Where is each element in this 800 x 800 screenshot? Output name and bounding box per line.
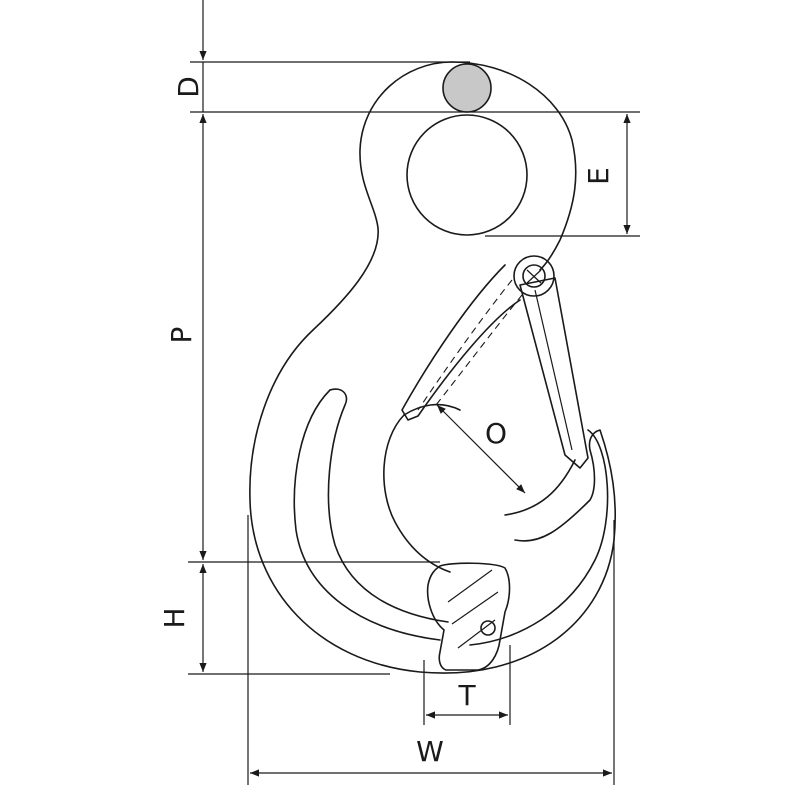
hook-outline	[249, 61, 617, 674]
ring-section	[442, 63, 492, 113]
section-notch	[480, 620, 496, 636]
section-outline	[426, 562, 511, 671]
throat-contour	[383, 414, 451, 573]
label-t: T	[457, 679, 476, 712]
latch-pivot-slot	[526, 269, 542, 284]
groove-outer	[293, 389, 441, 641]
label-o: O	[485, 417, 507, 450]
latch-arm-inner	[534, 289, 573, 451]
hook-body	[249, 61, 617, 674]
dim-o-line	[436, 404, 526, 494]
groove-inner	[327, 388, 449, 623]
latch-spring-outer	[401, 264, 521, 421]
hook-tip	[469, 429, 609, 646]
latch-spring-dashed-2	[435, 294, 523, 406]
label-p: P	[165, 327, 198, 344]
label-h: H	[158, 607, 191, 628]
eye-hole	[406, 114, 528, 236]
section-hatch-2	[451, 591, 499, 625]
latch-pivot-outer	[513, 255, 555, 297]
latch-spring-dashed-1	[417, 279, 513, 411]
section-hatch-1	[447, 569, 493, 603]
label-d: D	[172, 76, 205, 98]
safety-latch[interactable]	[401, 255, 589, 469]
latch-pivot-inner	[522, 264, 546, 288]
groove	[293, 388, 449, 641]
latch-arm	[519, 277, 589, 469]
label-w: W	[416, 735, 444, 768]
section-hatch-3	[457, 619, 496, 649]
cross-section	[426, 562, 511, 671]
label-e: E	[582, 167, 615, 185]
bowl-inner	[403, 403, 461, 416]
tip-inner	[504, 459, 576, 516]
eye-right-contour	[451, 61, 577, 271]
